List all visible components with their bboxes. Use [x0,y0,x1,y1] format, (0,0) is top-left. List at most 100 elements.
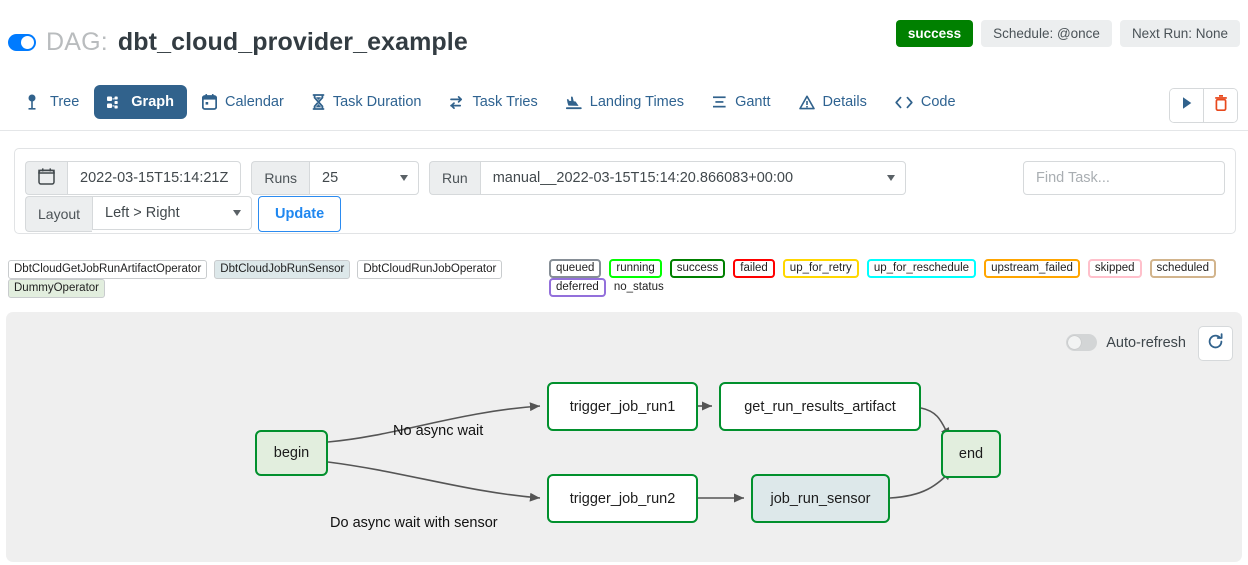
graph-node-trigger_job_run1[interactable]: trigger_job_run1 [547,382,698,431]
graph-edges [327,401,953,503]
runs-value: 25 [322,170,339,186]
tab-label: Task Duration [332,94,422,110]
graph-canvas[interactable]: begin trigger_job_run1 get_run_results_art… [6,312,1242,562]
retry-icon [449,95,464,110]
graph-node-end[interactable]: end [941,430,1001,478]
trash-icon [1214,95,1228,116]
legend-status-chip: scheduled [1149,259,1216,278]
run-value: manual__2022-03-15T15:14:20.866083+00:00 [492,170,794,186]
graph-node-label: end [958,446,984,462]
tab-task-duration[interactable]: Task Duration [299,85,435,119]
legend-status-chip: skipped [1087,259,1142,278]
legend-operator-chip: DbtCloudJobRunSensor [214,260,351,279]
header-badges: success Schedule: @once Next Run: None [895,20,1240,47]
tree-icon [27,94,42,110]
dag-tab-bar: Tree Graph Calendar Task Duration [0,82,1248,131]
tab-label: Landing Times [589,94,685,110]
legend-status-chip: running [609,259,662,278]
graph-node-begin[interactable]: begin [255,430,328,476]
legend-status-chip: up_for_reschedule [866,259,977,278]
delete-dag-button[interactable] [1203,89,1237,122]
graph-node-get_run_results_artifact[interactable]: get_run_results_artifact [719,382,921,431]
tab-task-tries[interactable]: Task Tries [436,85,550,119]
auto-refresh-label: Auto-refresh [1106,334,1186,351]
details-icon [798,95,815,110]
calendar-icon [38,168,55,188]
graph-node-label: job_run_sensor [770,490,871,507]
graph-node-label: begin [273,445,310,461]
gantt-icon [712,95,727,109]
calendar-icon [201,94,217,110]
tab-label: Gantt [735,94,771,110]
chevron-down-icon [400,175,409,181]
chevron-down-icon [233,210,242,216]
legend-operator-chip: DbtCloudRunJobOperator [357,260,503,279]
tab-landing-times[interactable]: Landing Times [553,85,697,119]
tab-details[interactable]: Details [786,85,880,119]
graph-panel: Auto-refresh [6,312,1242,562]
tab-code[interactable]: Code [882,85,969,119]
legend-status-chip: upstream_failed [984,259,1080,278]
graph-edge-label: Do async wait with sensor [330,515,498,531]
tab-label: Task Tries [472,94,538,110]
dag-header: DAG: dbt_cloud_provider_example success … [0,0,1248,72]
legend-no-status-label: no_status [613,281,664,293]
legend-status-chip: deferred [549,278,606,297]
legend-status-chip: queued [549,259,602,278]
tab-label: Code [920,94,956,110]
legend-status-chip: success [669,259,726,278]
calendar-picker-button[interactable] [25,161,67,195]
legend-status-chip: failed [733,259,775,278]
tab-label: Graph [131,94,174,110]
operator-legend-row-2: DummyOperator [8,279,112,298]
play-icon [1181,96,1193,115]
schedule-badge: Schedule: @once [981,20,1112,47]
dag-name: dbt_cloud_provider_example [117,28,468,56]
legend-operator-chip: DummyOperator [8,279,105,298]
tab-calendar[interactable]: Calendar [189,85,297,119]
graph-node-job_run_sensor[interactable]: job_run_sensor [751,474,890,523]
dag-paused-toggle[interactable] [8,34,36,51]
execution-date-input[interactable]: 2022-03-15T15:14:21Z [67,161,242,195]
refresh-button[interactable] [1198,326,1233,361]
legend-operator-chip: DbtCloudGetJobRunArtifactOperator [8,260,208,279]
tab-label: Tree [50,94,80,110]
page-title: DAG: dbt_cloud_provider_example [8,28,468,57]
auto-refresh-control: Auto-refresh [1066,334,1186,351]
filter-row-layout: Layout Left > Right Update [25,196,342,232]
filter-row-primary: 2022-03-15T15:14:21Z Runs 25 Run manual_… [25,161,906,195]
graph-icon [107,95,123,110]
layout-label: Layout [25,196,93,232]
status-legend-row-1: queued running success failed up_for_retry up… [549,259,1224,278]
find-task-input[interactable]: Find Task... [1023,161,1225,195]
tab-graph[interactable]: Graph [94,85,187,119]
legend-status-chip: up_for_retry [782,259,859,278]
tab-label: Calendar [224,94,284,110]
dag-filter-panel: 2022-03-15T15:14:21Z Runs 25 Run manual_… [14,148,1236,234]
update-button[interactable]: Update [258,196,342,232]
landing-icon [565,95,582,110]
graph-edge-label: No async wait [393,423,484,439]
runs-group: Runs 25 [251,161,420,195]
graph-node-trigger_job_run2[interactable]: trigger_job_run2 [547,474,698,523]
dag-label: DAG: [46,28,108,56]
layout-group: Layout Left > Right [25,196,253,232]
hourglass-icon [312,94,325,110]
layout-select[interactable]: Left > Right [92,196,253,230]
tab-tree[interactable]: Tree [14,85,92,119]
graph-node-label: get_run_results_artifact [744,398,896,415]
run-label: Run [429,161,480,195]
operator-legend-row-1: DbtCloudGetJobRunArtifactOperator DbtClou… [8,260,509,279]
layout-value: Left > Right [105,205,180,221]
tab-gantt[interactable]: Gantt [699,85,783,119]
code-icon [895,96,913,109]
graph-node-label: trigger_job_run1 [569,398,676,415]
status-legend-row-2: deferred no_status [549,278,664,297]
runs-select[interactable]: 25 [309,161,420,195]
next-run-badge: Next Run: None [1119,20,1240,47]
chevron-down-icon [886,175,895,181]
run-select[interactable]: manual__2022-03-15T15:14:20.866083+00:00 [479,161,906,195]
trigger-dag-button[interactable] [1170,89,1203,122]
auto-refresh-toggle[interactable] [1066,334,1098,351]
